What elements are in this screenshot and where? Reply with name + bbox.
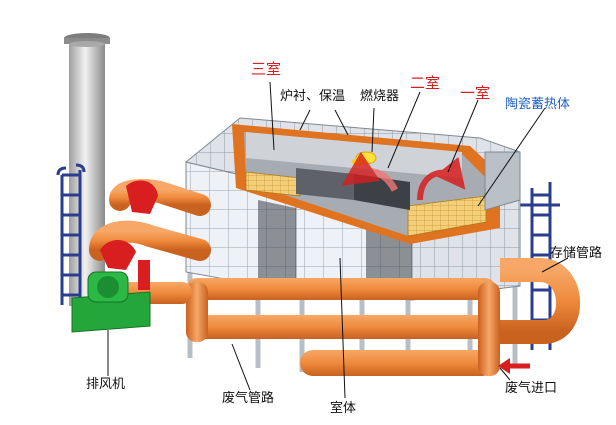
label-burner: 燃烧器 (360, 88, 399, 104)
chamber-body (184, 117, 521, 376)
gas-inlet-arrow-icon (498, 358, 530, 374)
label-chamber2: 二室 (410, 74, 440, 92)
leader-lines (107, 81, 569, 399)
exhaust-fan (71, 180, 158, 333)
label-ceramic: 陶瓷蓄热体 (505, 96, 570, 112)
exhaust-stack (64, 33, 110, 306)
label-chamber3: 三室 (251, 60, 281, 78)
stack-ladder (56, 163, 86, 305)
label-chamber1: 一室 (460, 84, 490, 102)
label-lining: 炉衬、保温 (280, 89, 345, 104)
label-chamber-body: 室体 (330, 400, 356, 416)
label-gas-inlet: 废气进口 (505, 380, 557, 396)
label-waste-pipe: 废气管路 (222, 390, 274, 406)
label-exhaust-fan: 排风机 (86, 377, 125, 392)
label-storage-pipe: 存储管路 (550, 245, 602, 261)
